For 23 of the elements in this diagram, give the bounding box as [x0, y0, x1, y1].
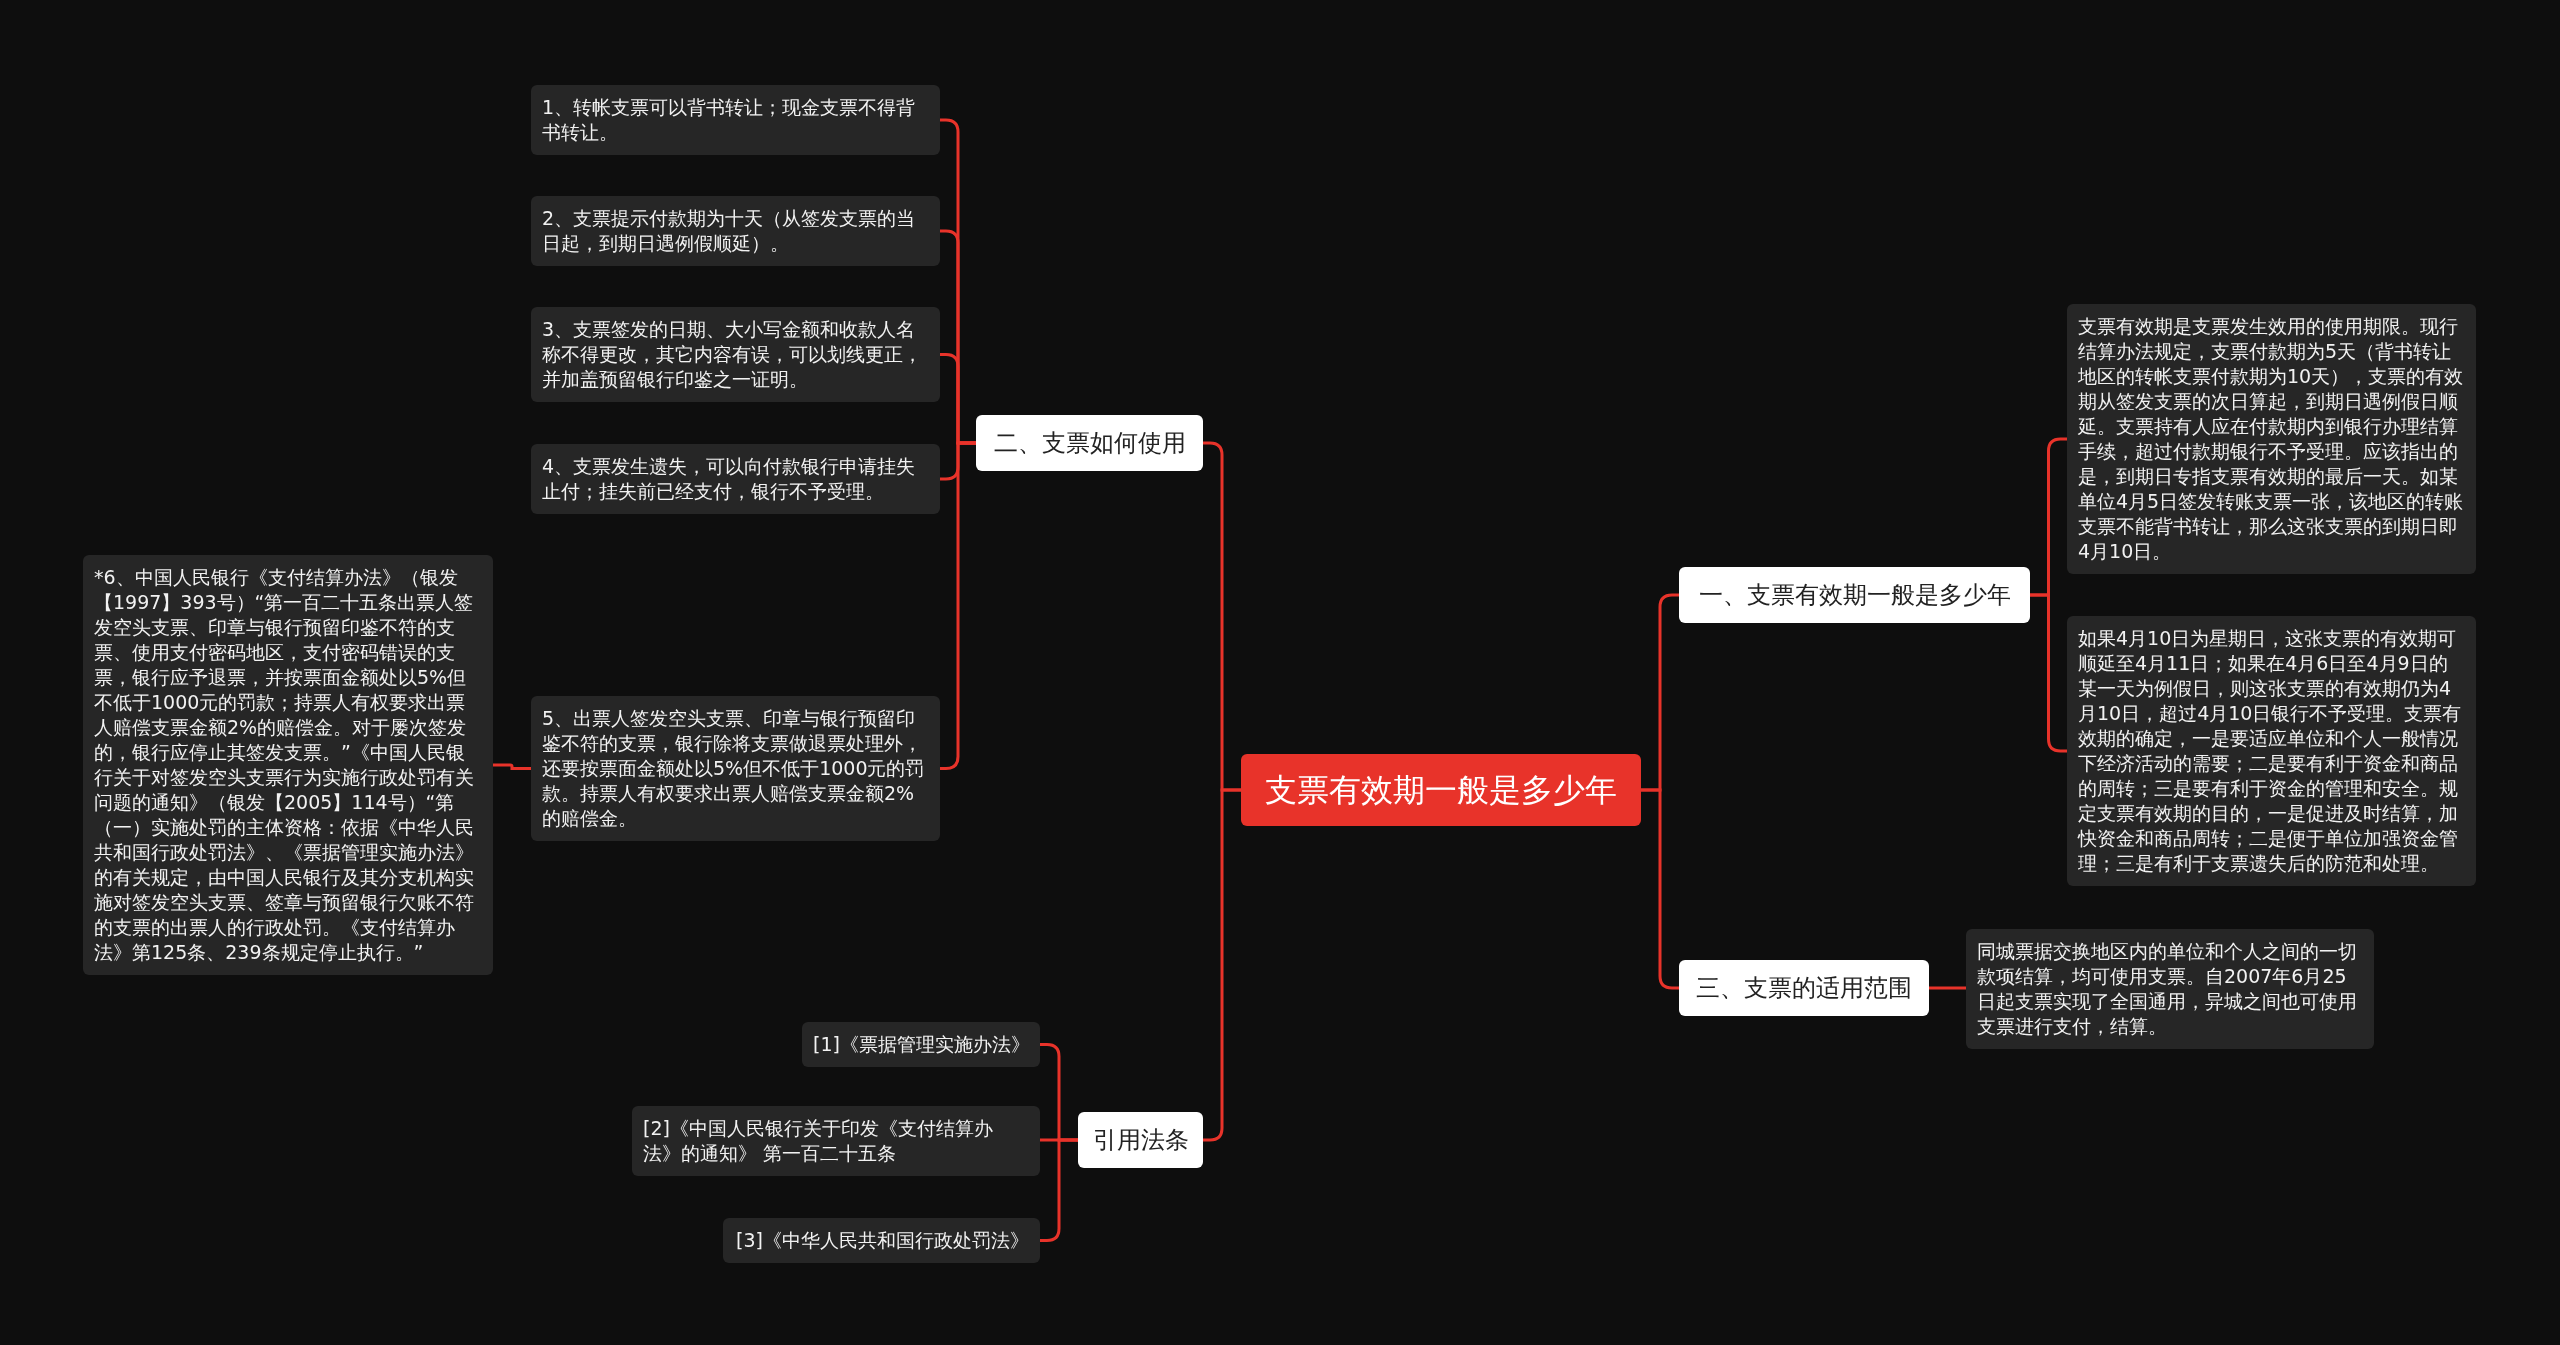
connector-line: [1040, 1138, 1078, 1242]
note-card: 如果4月10日为星期日，这张支票的有效期可顺延至4月11日；如果在4月6日至4月9日的某一天为例假日，则这张支票的有效期仍为4月10日，超过4月10日银行不予受理。支票有效期的确定，一是要适应单位和个人一般情况下经济活动的需要；二是要有利于资金和商品的周转；三是要有利于资金的管理和安全。规定支票有效期的目的，一是促进及时结算，加快资金和商品周转；二是便于单位加强资金管理；三是有利于支票遗失后的防范和处理。: [2067, 616, 2476, 886]
connector-line: [493, 763, 531, 770]
note-card: [3]《中华人民共和国行政处罚法》: [723, 1218, 1040, 1263]
note-card: 2、支票提示付款期为十天（从签发支票的当日起，到期日遇例假顺延）。: [531, 196, 940, 266]
note-card: 5、出票人签发空头支票、印章与银行预留印鉴不符的支票，银行除将支票做退票处理外，还要按票面金额处以5%但不低于1000元的罚款。持票人有权要求出票人赔偿支票金额2%的赔偿金。: [531, 696, 940, 841]
connector-line: [1641, 788, 1679, 990]
branch-topic: 引用法条: [1078, 1112, 1203, 1168]
note-card: 支票有效期是支票发生效用的使用期限。现行结算办法规定，支票付款期为5天（背书转让地区的转帐支票付款期为10天），支票的有效期从签发支票的次日算起，到期日遇例假日顺延。支票持有人应在付款期内到银行办理结算手续，超过付款期银行不予受理。应该指出的是，到期日专指支票有效期的最后一天。如某单位4月5日签发转账支票一张，该地区的转账支票不能背书转让，那么这张支票的到期日即4月10日。: [2067, 304, 2476, 574]
note-card: 3、支票签发的日期、大小写金额和收款人名称不得更改，其它内容有误，可以划线更正，并加盖预留银行印鉴之一证明。: [531, 307, 940, 402]
note-card: [2]《中国人民银行关于印发《支付结算办法》的通知》 第一百二十五条: [632, 1106, 1040, 1176]
note-card: [1]《票据管理实施办法》: [802, 1022, 1040, 1067]
connector-line: [940, 441, 976, 770]
central-topic: 支票有效期一般是多少年: [1241, 754, 1641, 826]
branch-topic: 三、支票的适用范围: [1679, 960, 1929, 1016]
connector-line: [2030, 593, 2067, 753]
note-card: 1、转帐支票可以背书转让；现金支票不得背书转让。: [531, 85, 940, 155]
note-card: 4、支票发生遗失，可以向付款银行申请挂失止付；挂失前已经支付，银行不予受理。: [531, 444, 940, 514]
branch-topic: 一、支票有效期一般是多少年: [1679, 567, 2030, 623]
note-card: *6、中国人民银行《支付结算办法》（银发【1997】393号）“第一百二十五条出票人签发空头支票、印章与银行预留印鉴不符的支票、使用支付密码地区，支付密码错误的支票，银行应予退票，并按票面金额处以5%但不低于1000元的罚款；持票人有权要求出票人赔偿支票金额2%的赔偿金。对于屡次签发的，银行应停止其签发支票。”《中国人民银行关于对签发空头支票行为实施行政处罚有关问题的通知》（银发【2005】114号）“第（一）实施处罚的主体资格：依据《中华人民共和国行政处罚法》、《票据管理实施办法》的有关规定，由中国人民银行及其分支机构实施对签发空头支票、签章与预留银行欠账不符的支票的出票人的行政处罚。《支付结算办法》第125条、239条规定停止执行。”: [83, 555, 493, 975]
branch-topic: 二、支票如何使用: [976, 415, 1203, 471]
connector-line: [1929, 986, 1966, 990]
note-card: 同城票据交换地区内的单位和个人之间的一切款项结算，均可使用支票。自2007年6月25日起支票实现了全国通用，异城之间也可使用支票进行支付，结算。: [1966, 929, 2374, 1049]
